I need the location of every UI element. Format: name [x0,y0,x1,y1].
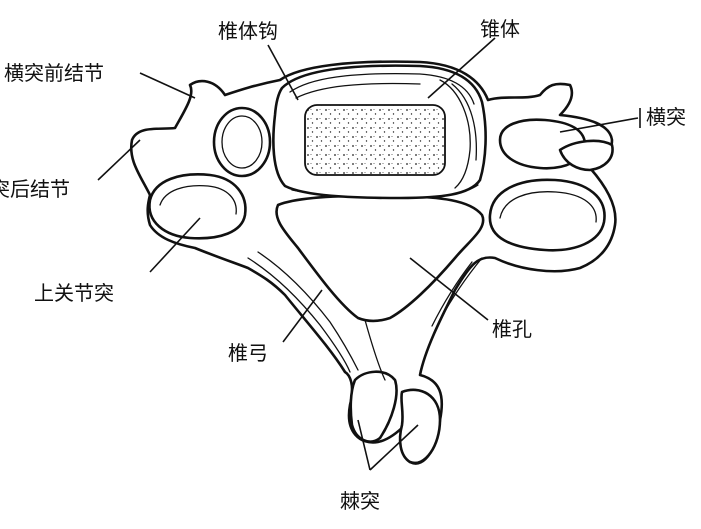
spinous-process [349,319,442,465]
label-body: 锥体 [480,17,520,41]
label-uncinate: 椎体钩 [218,19,278,43]
leader-lamina [282,289,323,343]
leader-uncinate [267,44,299,101]
leader-spinous-b [369,424,419,471]
vertebral-body [272,64,487,200]
leader-superior-articular [149,217,201,273]
label-superior-articular: 上关节突 [34,281,114,305]
label-lamina: 椎弓 [228,341,268,365]
left-superior-articular-process [148,173,247,240]
left-transverse-foramen [212,106,272,178]
leader-lines [97,37,641,471]
leader-anterior-tubercle [139,72,196,99]
leader-spinous-a [357,419,371,471]
lamina-strokes [247,251,483,373]
label-anterior-tubercle: 横突前结节 [4,61,104,85]
label-transverse-process: 横突 [646,105,686,129]
leader-foramen [409,257,489,321]
label-spinous: 棘突 [340,489,380,513]
right-superior-articular-process [488,178,606,252]
leader-body [427,37,496,99]
label-foramen: 椎孔 [492,317,532,341]
leader-transverse [559,117,639,133]
leader-posterior-tubercle [97,139,141,181]
